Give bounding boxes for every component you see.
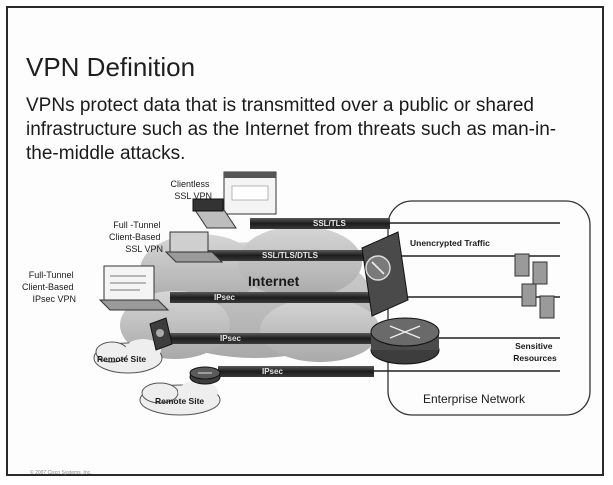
remote-site-label-1: Remote Site bbox=[97, 354, 146, 364]
laptop-full-tunnel-ssl-icon bbox=[164, 231, 224, 263]
laptop-full-tunnel-ipsec-icon bbox=[98, 265, 170, 311]
tunnel-ssl-tls bbox=[250, 218, 560, 229]
tunnel-label-ipsec-2: IPsec bbox=[220, 334, 241, 343]
tunnel-label-ipsec-3: IPsec bbox=[262, 367, 283, 376]
tunnel-label-ssl-tls-dtls: SSL/TLS/DTLS bbox=[262, 251, 319, 260]
enterprise-network-label: Enterprise Network bbox=[423, 392, 526, 406]
sensitive-resources-label: Sensitive Resources bbox=[513, 341, 557, 363]
vpn-concentrator-icon bbox=[361, 231, 409, 317]
internet-label: Internet bbox=[248, 273, 300, 289]
remote-site-label-2: Remote Site bbox=[155, 396, 204, 406]
unencrypted-traffic-label: Unencrypted Traffic bbox=[410, 238, 490, 248]
tunnel-label-ipsec-1: IPsec bbox=[214, 293, 235, 302]
copyright-footer: © 2007 Cisco Systems, Inc. bbox=[30, 470, 92, 476]
full-tunnel-ipsec-vpn-label: Full-Tunnel Client-Based IPsec VPN bbox=[22, 270, 76, 304]
sensitive-resources-servers-icon bbox=[514, 253, 555, 319]
enterprise-boundary bbox=[387, 200, 591, 416]
laptop-ssl-icon bbox=[192, 198, 237, 229]
tunnel-label-ssl-tls: SSL/TLS bbox=[313, 219, 347, 228]
enterprise-router-icon bbox=[370, 317, 440, 365]
remote-router-icon bbox=[189, 366, 221, 385]
clientless-ssl-vpn-label: Clientless SSL VPN bbox=[170, 179, 212, 201]
full-tunnel-ssl-vpn-label: Full -Tunnel Client-Based SSL VPN bbox=[109, 220, 163, 254]
clientless-browser-icon bbox=[223, 171, 277, 215]
slide-title: VPN Definition bbox=[26, 52, 196, 82]
remote-vpn-device-icon bbox=[149, 317, 173, 351]
slide-body-text: VPNs protect data that is transmitted ov… bbox=[26, 95, 557, 164]
tunnel-ipsec-3 bbox=[218, 366, 560, 377]
remote-site-cloud-1 bbox=[93, 339, 163, 374]
remote-site-cloud-2 bbox=[139, 381, 221, 416]
